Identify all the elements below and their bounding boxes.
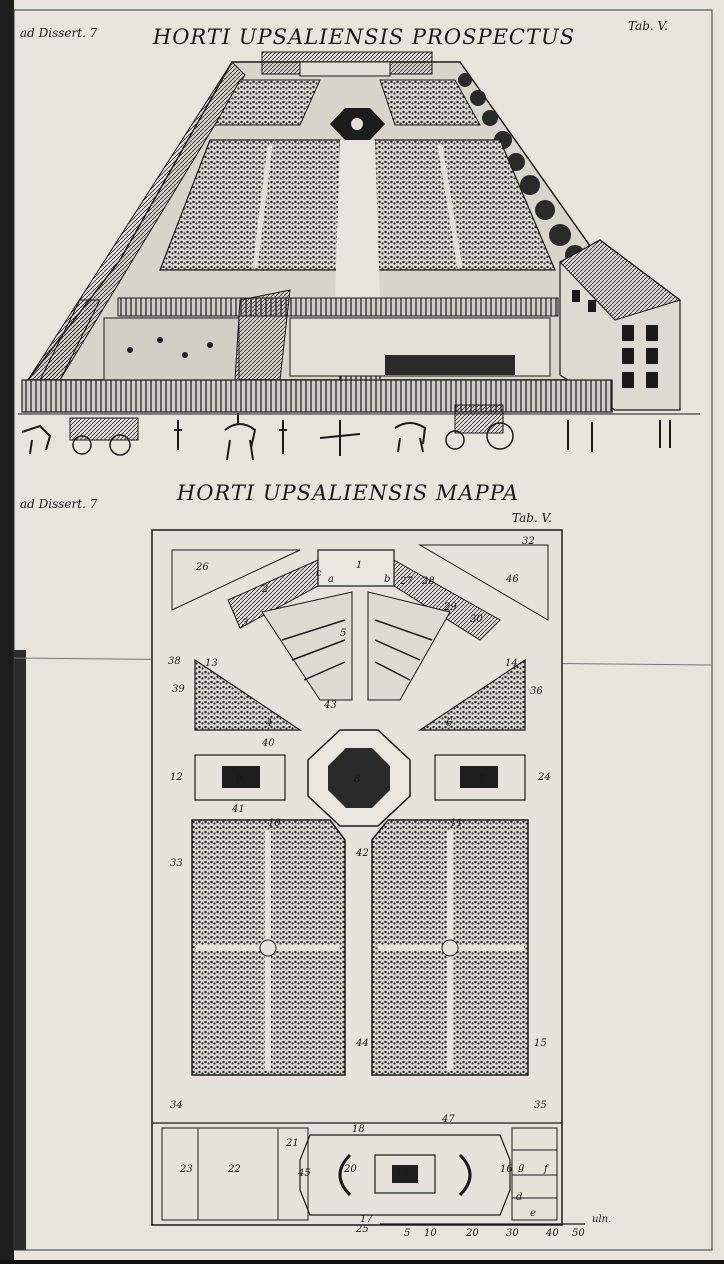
plan-label: 47 (441, 1114, 455, 1125)
plan-label: 3 (242, 618, 248, 629)
plan-label: c (316, 568, 322, 579)
plan-label: 4 (265, 718, 272, 729)
plan-label: g (518, 1162, 524, 1173)
plan-label: 38 (168, 656, 181, 667)
plan-label: 25 (355, 1224, 369, 1235)
garden-plan-map (151, 529, 585, 1226)
plan-label: b (384, 574, 390, 585)
plan-label: 22 (227, 1164, 241, 1175)
bottom-corner-left: ad Dissert. 7 (20, 497, 98, 511)
plan-label: 34 (170, 1100, 183, 1111)
plan-label: 5 (340, 628, 346, 639)
plan-label: 46 (505, 574, 519, 585)
left-margin-shadow (0, 0, 14, 1260)
plan-label: d (516, 1192, 522, 1203)
plan-label: 24 (537, 772, 551, 783)
garden-perspective-view (18, 51, 700, 461)
plan-label: 23 (179, 1164, 193, 1175)
plan-label: 32 (522, 536, 535, 547)
scale-tick-1: 5 (404, 1228, 410, 1239)
plan-label: 12 (170, 772, 183, 783)
plan-label: 1 (356, 560, 362, 571)
mappa-title: HORTI UPSALIENSIS MAPPA (176, 481, 519, 505)
plan-label: 20 (343, 1164, 357, 1175)
scale-tick-5: 40 (545, 1228, 559, 1239)
plate-border (13, 9, 713, 1251)
plan-label: 27 (399, 576, 413, 587)
plan-label: 9 (236, 774, 243, 785)
scale-tick-6: 50 (572, 1228, 585, 1239)
plan-label: 2 (261, 584, 268, 595)
scale-unit: uln. (592, 1214, 611, 1225)
plan-label: 19 (396, 1168, 409, 1179)
plan-label: 45 (297, 1168, 311, 1179)
scale-tick-2: 10 (424, 1228, 437, 1239)
plan-label: 16 (500, 1164, 513, 1175)
fold-shadow (14, 650, 26, 1250)
plan-label: 13 (205, 658, 218, 669)
prospectus-title: HORTI UPSALIENSIS PROSPECTUS (152, 25, 575, 49)
plan-label: 18 (352, 1124, 365, 1135)
plan-label: 21 (285, 1138, 299, 1149)
plan-label: 7 (478, 774, 485, 785)
scale-tick-3: 20 (465, 1228, 479, 1239)
plan-label: 30 (470, 614, 483, 625)
plan-label: 11 (450, 818, 463, 829)
plan-label: 17 (360, 1214, 373, 1225)
plan-label: 26 (195, 562, 209, 573)
plan-label: f (543, 1164, 550, 1175)
plan-label: 35 (534, 1100, 547, 1111)
plan-label: 41 (231, 804, 245, 815)
plan-label: 10 (268, 818, 281, 829)
plan-label: 39 (172, 684, 185, 695)
plan-label: e (530, 1208, 536, 1219)
plan-label: 44 (355, 1038, 369, 1049)
plan-label: 6 (446, 718, 453, 729)
plan-label: 42 (355, 848, 369, 859)
plan-label: a (328, 574, 334, 585)
plan-label: 14 (505, 658, 518, 669)
plan-label: 36 (530, 686, 543, 697)
bottom-corner-right: Tab. V. (512, 511, 552, 525)
scale-tick-4: 30 (506, 1228, 519, 1239)
plan-label: 28 (421, 576, 435, 587)
top-corner-right: Tab. V. (628, 19, 668, 33)
plan-label: 40 (261, 738, 275, 749)
plan-label: 8 (354, 774, 360, 785)
plan-label: 29 (443, 602, 457, 613)
plan-label: 43 (323, 700, 337, 711)
plan-label: 33 (170, 858, 183, 869)
plan-label: 15 (534, 1038, 547, 1049)
top-corner-left: ad Dissert. 7 (20, 26, 98, 40)
